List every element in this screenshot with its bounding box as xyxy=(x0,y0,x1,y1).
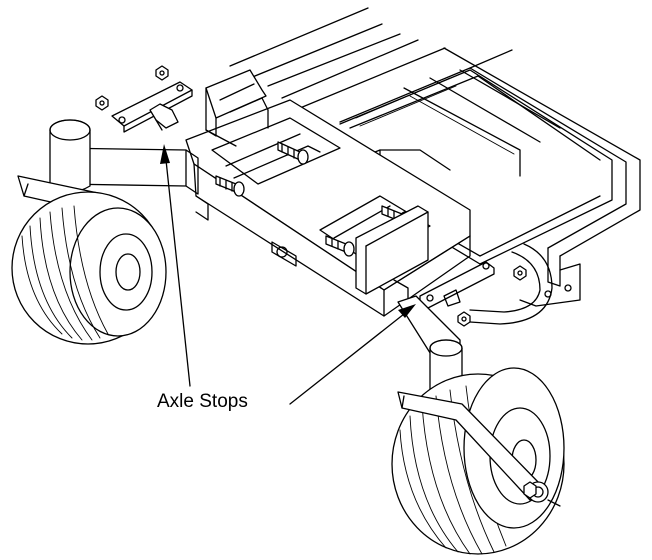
leader-line-left xyxy=(165,159,191,387)
nuts xyxy=(95,65,527,327)
caster-wheel-left xyxy=(11,175,167,345)
caster-arm-left xyxy=(49,119,199,195)
frame-rails xyxy=(229,7,641,325)
front-axle xyxy=(185,99,471,317)
axle-stops-label: Axle Stops xyxy=(157,391,248,412)
caster-wheel-right xyxy=(391,367,565,555)
callout-leaders xyxy=(160,144,416,405)
leader-line-right xyxy=(289,313,405,405)
pivot-mount xyxy=(205,69,269,147)
arrowhead-right xyxy=(398,304,416,318)
axle-stop-bracket-left xyxy=(111,81,193,133)
arrowhead-left xyxy=(160,144,170,164)
bolts xyxy=(215,141,411,257)
